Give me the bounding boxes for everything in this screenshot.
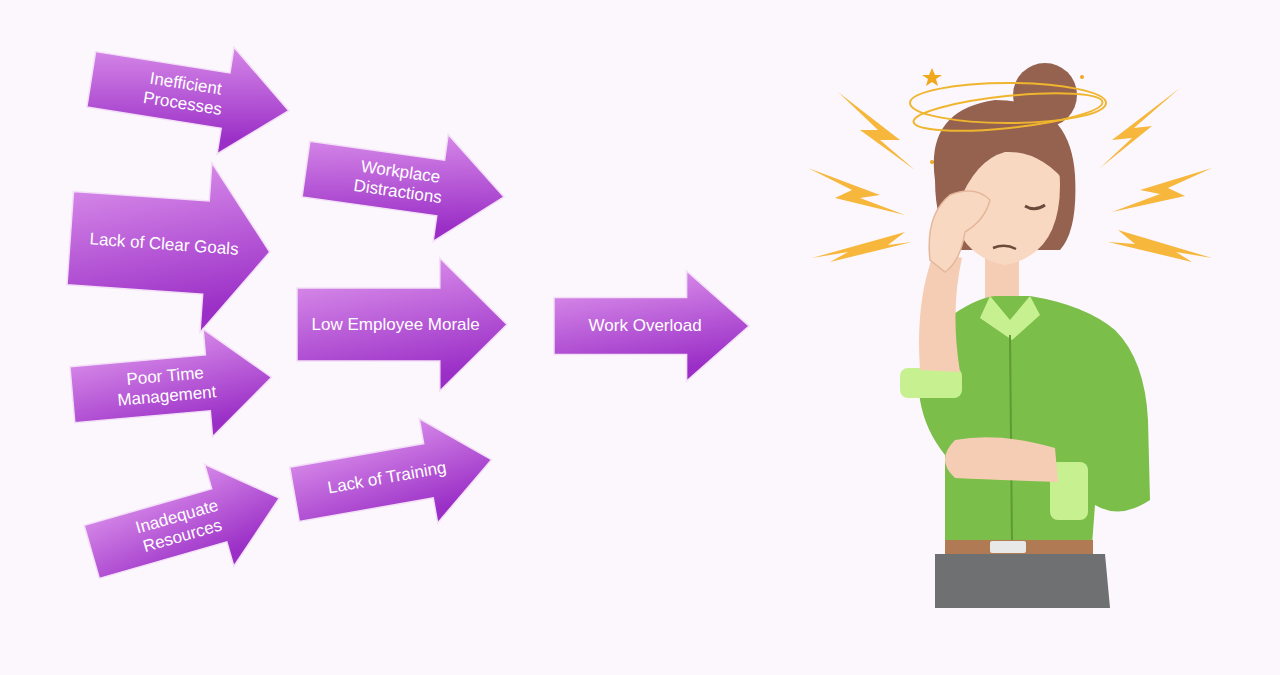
arrow-label: Workplace Distractions (337, 154, 462, 211)
arrow-fill (68, 323, 277, 448)
arrow-fill (83, 26, 297, 164)
cause-arrow: Low Employee Morale (297, 258, 507, 391)
arrow-fill (285, 407, 500, 546)
cause-arrow: Lack of Training (285, 407, 500, 546)
arrow-label: Lack of Clear Goals (89, 229, 239, 260)
arrow-fill (298, 116, 511, 251)
arrow-label-area: Low Employee Morale (303, 288, 488, 361)
arrow-label-area: Inadequate Resources (89, 476, 269, 576)
arrow-label: Lack of Training (326, 458, 448, 499)
cause-arrow: Work Overload (554, 271, 749, 381)
arrow-label: Poor Time Management (90, 360, 243, 414)
arrow-label: Inefficient Processes (122, 65, 247, 124)
arrow-label-area: Lack of Clear Goals (73, 192, 255, 298)
arrow-fill (64, 153, 275, 337)
cause-arrow: Poor Time Management (68, 323, 277, 448)
cause-arrow: Inadequate Resources (77, 447, 294, 603)
cause-arrow: Workplace Distractions (298, 116, 511, 251)
cause-arrow: Inefficient Processes (83, 26, 297, 164)
cause-arrow: Lack of Clear Goals (64, 153, 275, 337)
arrow-label-area: Work Overload (559, 297, 731, 354)
arrow-fill (554, 271, 749, 381)
arrow-fill (297, 258, 507, 391)
arrow-fill (77, 447, 294, 603)
arrow-label: Low Employee Morale (312, 315, 480, 335)
arrow-label: Work Overload (589, 316, 702, 336)
arrow-label: Inadequate Resources (116, 490, 243, 562)
